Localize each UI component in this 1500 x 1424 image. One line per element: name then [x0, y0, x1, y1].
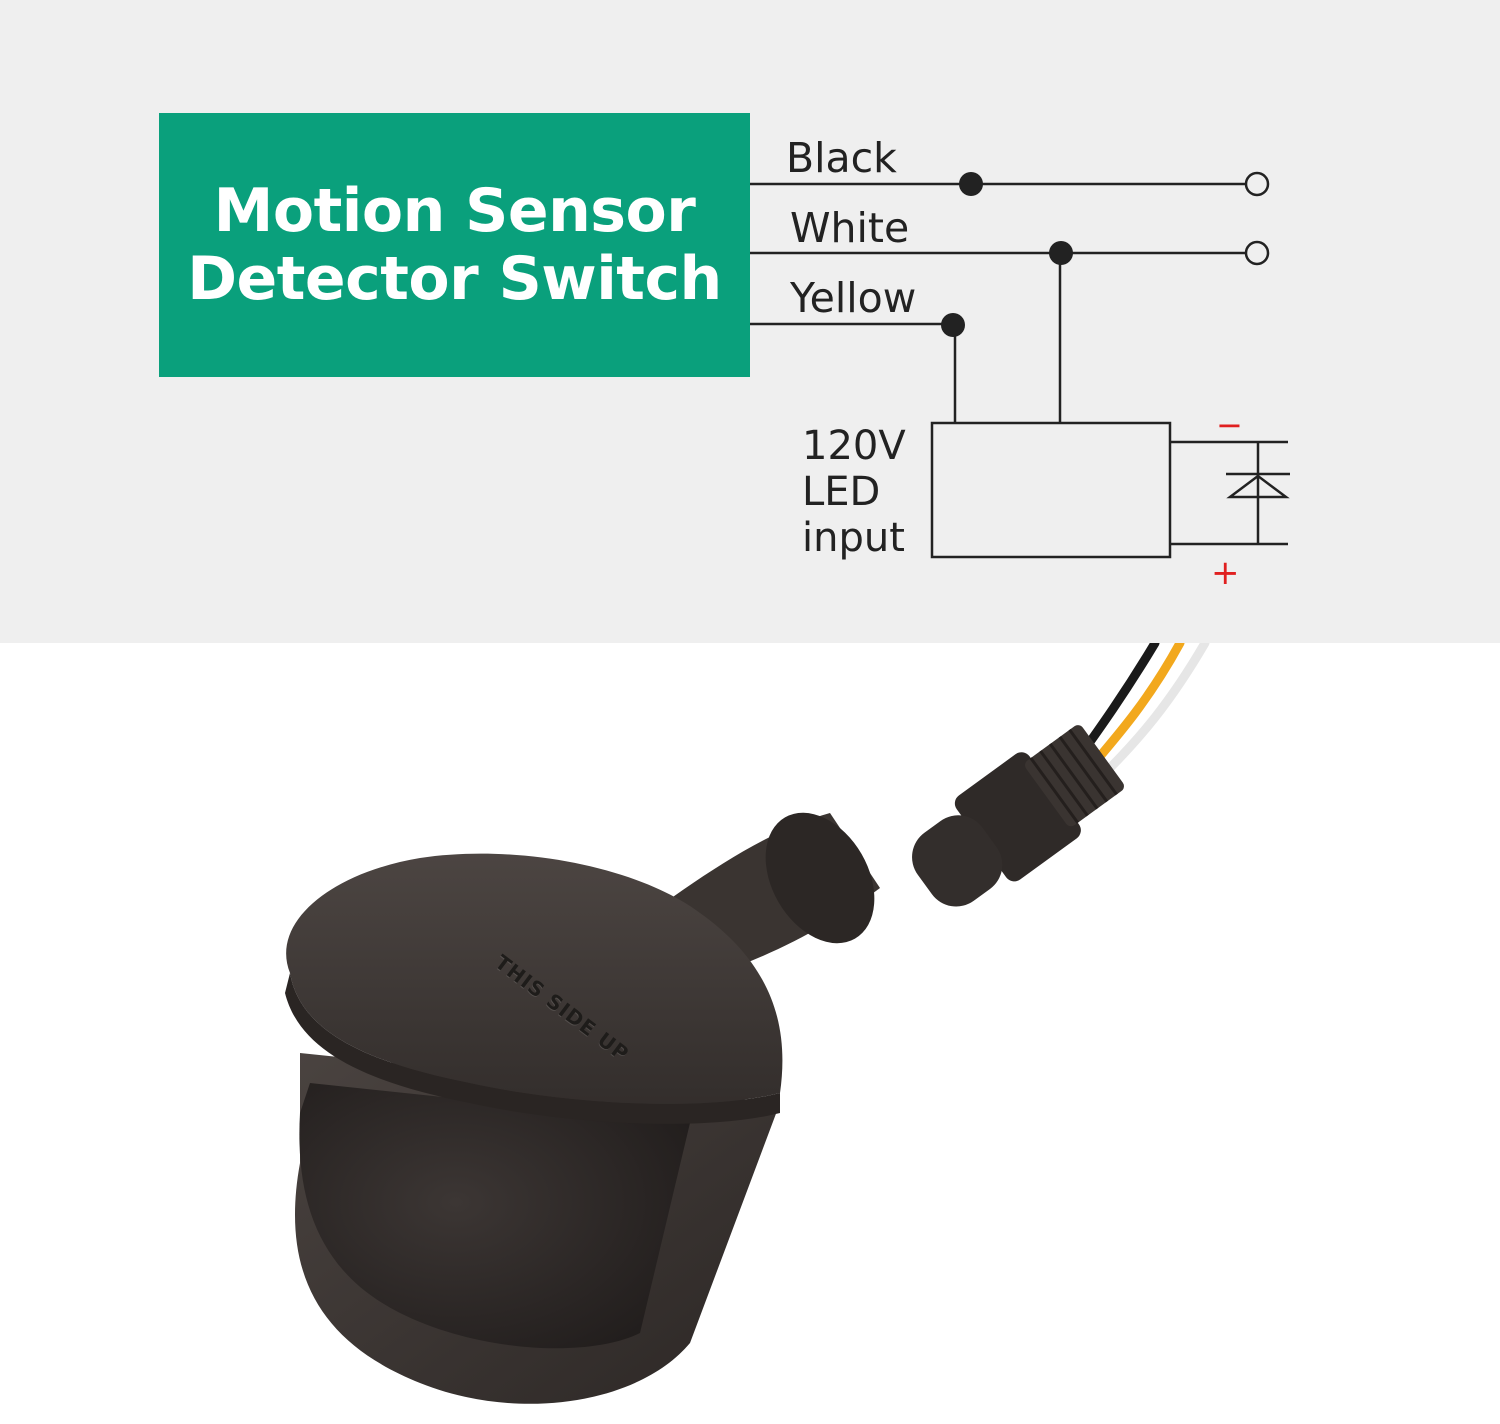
black-terminal: [1244, 171, 1270, 197]
negative-sign: −: [1216, 406, 1243, 444]
positive-sign: +: [1211, 553, 1240, 593]
led-load-box: [930, 421, 1172, 559]
white-junction-dot: [1049, 241, 1073, 265]
white-terminal: [1244, 240, 1270, 266]
yellow-junction-dot: [941, 313, 965, 337]
black-junction-dot: [959, 172, 983, 196]
sensor-body: [285, 853, 783, 1404]
title-line-2: Detector Switch: [187, 244, 722, 314]
title-box: Motion Sensor Detector Switch: [159, 113, 750, 377]
sensor-cap: [286, 853, 783, 1104]
led-label-line-3: input: [802, 515, 905, 561]
circuit-schematic: − +: [750, 171, 1290, 593]
led-label-line-1: 120V: [802, 423, 906, 469]
diode-triangle: [1226, 474, 1290, 499]
title-line-1: Motion Sensor: [213, 176, 696, 246]
threaded-connector: [912, 725, 1124, 907]
black-wire-label: Black: [786, 134, 897, 182]
led-input-label: 120V LED input: [802, 423, 906, 561]
white-wire-label: White: [790, 204, 910, 252]
white-cable: [1100, 643, 1210, 778]
pir-lens: [299, 1083, 690, 1349]
led-label-line-2: LED: [802, 469, 881, 515]
yellow-wire-label: Yellow: [790, 274, 917, 322]
product-photo: [285, 643, 1210, 1404]
